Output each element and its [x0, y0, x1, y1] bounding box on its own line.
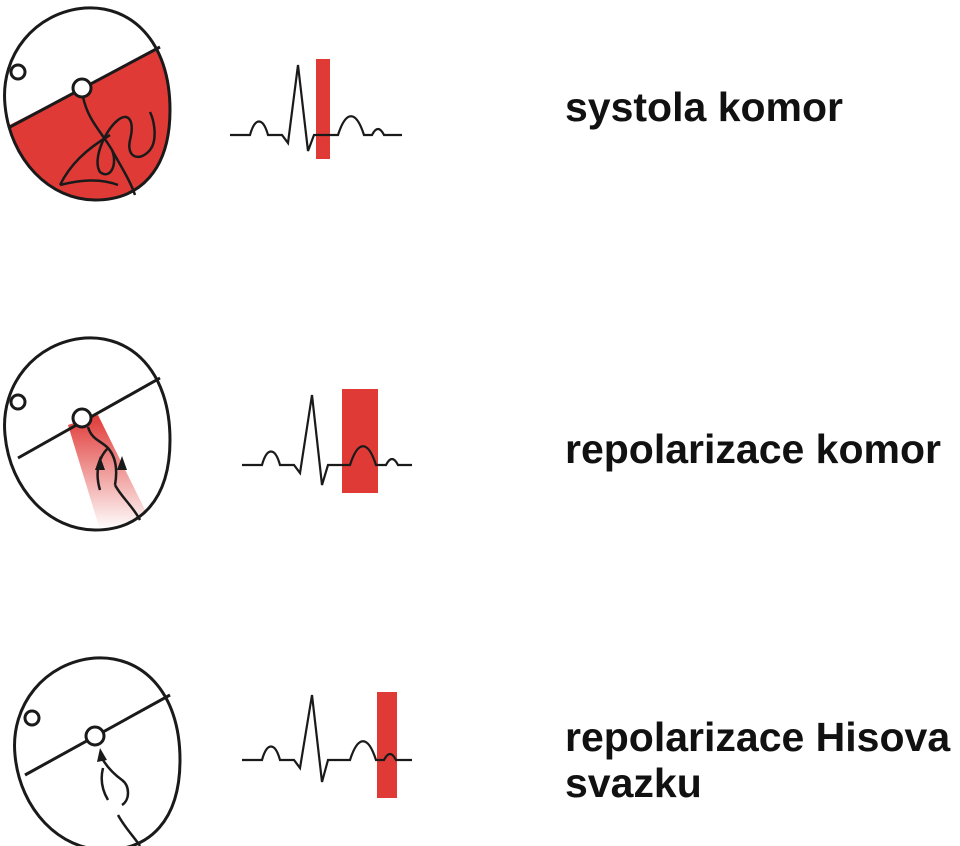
- sa-node: [25, 711, 39, 725]
- heart-diagram: [0, 0, 220, 220]
- stage-label: repolarizace Hisova svazku: [565, 714, 950, 806]
- stage-label: repolarizace komor: [565, 426, 941, 472]
- stage-label: systola komor: [565, 84, 843, 130]
- sa-node: [11, 395, 25, 409]
- av-node: [73, 409, 91, 427]
- stage-repolarizace-komor: repolarizace komor: [0, 330, 960, 530]
- ecg-highlight-late: [377, 692, 397, 798]
- ecg-trace: [242, 385, 422, 505]
- heart-diagram: [0, 330, 220, 530]
- heart-diagram: [10, 650, 230, 846]
- heart-outline: [15, 658, 180, 846]
- ecg-highlight-st: [316, 59, 330, 159]
- ecg-highlight-t-wave: [342, 389, 378, 493]
- stage-label-line-1: repolarizace Hisova: [565, 714, 950, 760]
- ecg-trace: [230, 55, 410, 175]
- ecg-trace: [242, 690, 422, 810]
- repolarization-gradient: [68, 415, 150, 530]
- stage-repolarizace-hisova-svazku: repolarizace Hisova svazku: [0, 650, 960, 846]
- av-node: [73, 79, 91, 97]
- arrow-up-icon: [97, 748, 107, 762]
- stage-systola-komor: systola komor: [0, 0, 960, 220]
- av-node: [86, 727, 104, 745]
- bundle-branches: [102, 760, 140, 846]
- sa-node: [11, 65, 25, 79]
- stage-label-line-2: svazku: [565, 760, 950, 806]
- ecg-waveform: [242, 395, 412, 485]
